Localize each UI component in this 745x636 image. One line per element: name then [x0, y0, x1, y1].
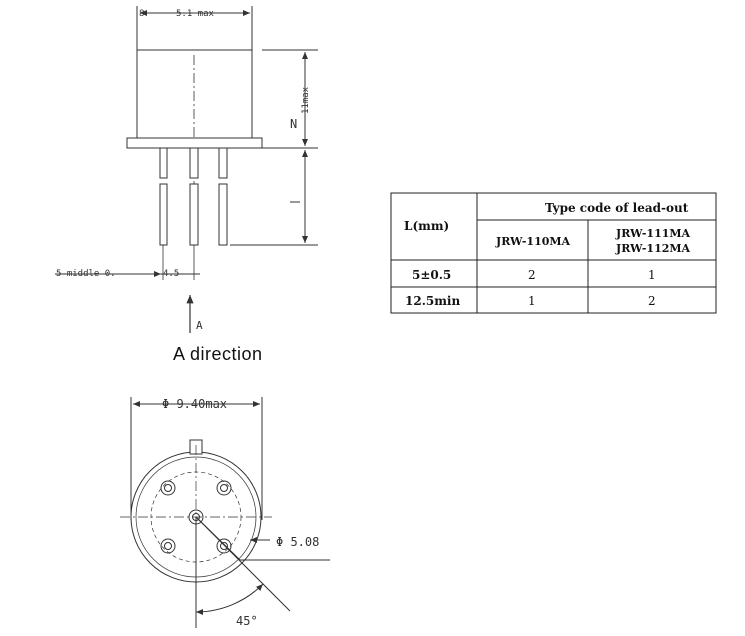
side-view: [55, 6, 318, 333]
lead-right: [218, 147, 228, 246]
angle-dim-label: 45°: [236, 614, 258, 628]
angle-arc: [195, 583, 264, 615]
width-dim-prefix: 8: [139, 9, 144, 19]
table-col-header-l: L(mm): [404, 219, 449, 233]
view-caption: A direction: [173, 344, 263, 364]
table-sub-header-2-line2: JRW-112MA: [615, 242, 691, 255]
pin-dim-left-label: 5-middle 0.: [56, 269, 116, 279]
table-sub-header-1: JRW-110MA: [495, 235, 571, 248]
table-row-1-v2: 1: [648, 268, 656, 282]
table-row-1-l: 5±0.5: [412, 268, 451, 282]
lead-left: [159, 147, 168, 246]
diameter-dim-label: Φ 9.40max: [162, 397, 227, 411]
pin-top-left: [160, 480, 176, 496]
pin-top-right: [216, 480, 232, 496]
angle-ray: [195, 516, 291, 612]
lead-out-table: [390, 192, 717, 314]
height-dim-label: 11max: [301, 86, 311, 114]
can-body: [136, 49, 253, 139]
width-dim-label: 5.1 max: [176, 9, 215, 19]
table-row-1-v1: 2: [528, 268, 536, 282]
n-label: N: [290, 117, 297, 131]
table-group-header: Type code of lead-out: [545, 201, 689, 215]
table-row-2-v2: 2: [648, 294, 656, 308]
bottom-view: [120, 397, 330, 628]
pin-dim-right-label: 4.5: [163, 269, 179, 279]
table-row-2-l: 12.5min: [405, 294, 460, 308]
pin-bottom-right: [216, 538, 232, 554]
table-sub-header-2-line1: JRW-111MA: [615, 227, 691, 240]
lead-middle: [189, 147, 199, 246]
flange: [126, 137, 263, 149]
table-border: [390, 192, 717, 314]
arrow-label: A: [196, 319, 203, 332]
pin-circle-dim-label: Φ 5.08: [276, 535, 319, 549]
table-row-2-v1: 1: [528, 294, 536, 308]
pin-bottom-left: [160, 538, 176, 554]
